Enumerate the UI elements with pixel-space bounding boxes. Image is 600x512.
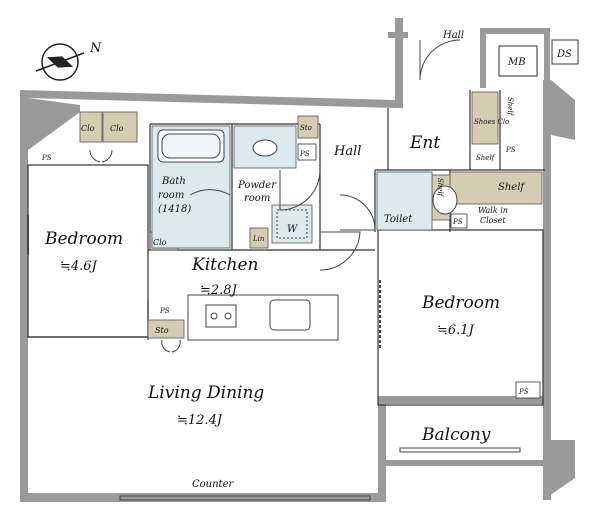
- clo-door-icon: [89, 149, 113, 163]
- ps-toilet-label: PS: [452, 218, 463, 226]
- mb-label: MB: [507, 57, 526, 68]
- bath-name-2: room: [158, 190, 184, 201]
- ds-label: DS: [556, 49, 572, 60]
- compass-north-label: N: [89, 41, 102, 56]
- kitchen-counter: [187, 294, 339, 341]
- windows: [119, 447, 521, 501]
- bath-name-1: Bath: [161, 176, 186, 187]
- shelf-v1-label: Shelf: [506, 97, 514, 117]
- bath-door-icon: [189, 189, 231, 196]
- ps-kitchen-label: PS: [159, 307, 170, 315]
- shelf-ent-label: Shelf: [476, 154, 496, 162]
- toilet-name: Toilet: [384, 214, 413, 225]
- fixtures: [157, 129, 458, 341]
- kitchen-name: Kitchen: [191, 255, 258, 275]
- w-label: W: [287, 224, 298, 235]
- walkin-name-2: Closet: [480, 216, 506, 225]
- powder-door-icon: [279, 169, 321, 211]
- bedroom-right-name: Bedroom: [421, 293, 500, 313]
- balcony-name: Balcony: [421, 425, 491, 445]
- shoes-clo-label: Shoes Clo: [474, 118, 509, 126]
- sto-top-label: Sto: [300, 124, 312, 132]
- shelf-big-name: Shelf: [498, 182, 526, 193]
- ps-left-label: PS: [41, 154, 52, 162]
- bedroom-left-name: Bedroom: [44, 229, 123, 249]
- hall-top-name: Hall: [442, 30, 464, 41]
- small-labels: MB DS Clo Clo Clo Sto Sto PS PS PS PS PS…: [41, 39, 579, 399]
- toilet-door-icon: [339, 194, 376, 231]
- lin-label: Lin: [252, 235, 265, 243]
- kitchen-sink-icon: [269, 299, 311, 331]
- front-door-icon: [419, 39, 461, 81]
- hall-door-icon: [319, 231, 361, 271]
- doors: [27, 39, 461, 353]
- ps-bath-label: PS: [299, 150, 310, 158]
- kitchen-size: ≒2.8J: [200, 283, 238, 298]
- outer-walls: [20, 18, 575, 502]
- bedroom-right-size: ≒6.1J: [437, 323, 475, 338]
- compass-icon: N: [35, 41, 102, 81]
- walkin-name-1: Walk in: [478, 206, 508, 215]
- shelf-v2-label: Shelf: [436, 178, 444, 198]
- clo-label-1: Clo: [81, 124, 95, 133]
- sto-kitchen-label: Sto: [155, 326, 169, 335]
- sto-door-icon: [161, 339, 181, 353]
- hall-mid-name: Hall: [333, 144, 361, 159]
- washer-icon: [276, 209, 308, 239]
- bedroom-left-size: ≒4.6J: [60, 259, 98, 274]
- powder-name-1: Powder: [237, 180, 277, 191]
- living-name: Living Dining: [147, 383, 264, 403]
- entrance-name: Ent: [409, 133, 440, 153]
- counter-name: Counter: [192, 479, 234, 490]
- ps-ent-label: PS: [505, 146, 516, 154]
- toilet-icon: [432, 185, 458, 215]
- powder-name-2: room: [244, 193, 270, 204]
- clo-label-2: Clo: [110, 124, 124, 133]
- room-labels: Bedroom ≒4.6J Kitchen ≒2.8J Bedroom ≒6.1…: [44, 30, 526, 490]
- ps-bedroom-label: PS: [518, 388, 529, 396]
- bath-name-3: (1418): [158, 204, 191, 215]
- clo-label-3: Clo: [153, 238, 167, 247]
- sink-icon: [252, 139, 278, 157]
- living-size: ≒12.4J: [177, 413, 223, 428]
- stove-icon: [205, 304, 237, 328]
